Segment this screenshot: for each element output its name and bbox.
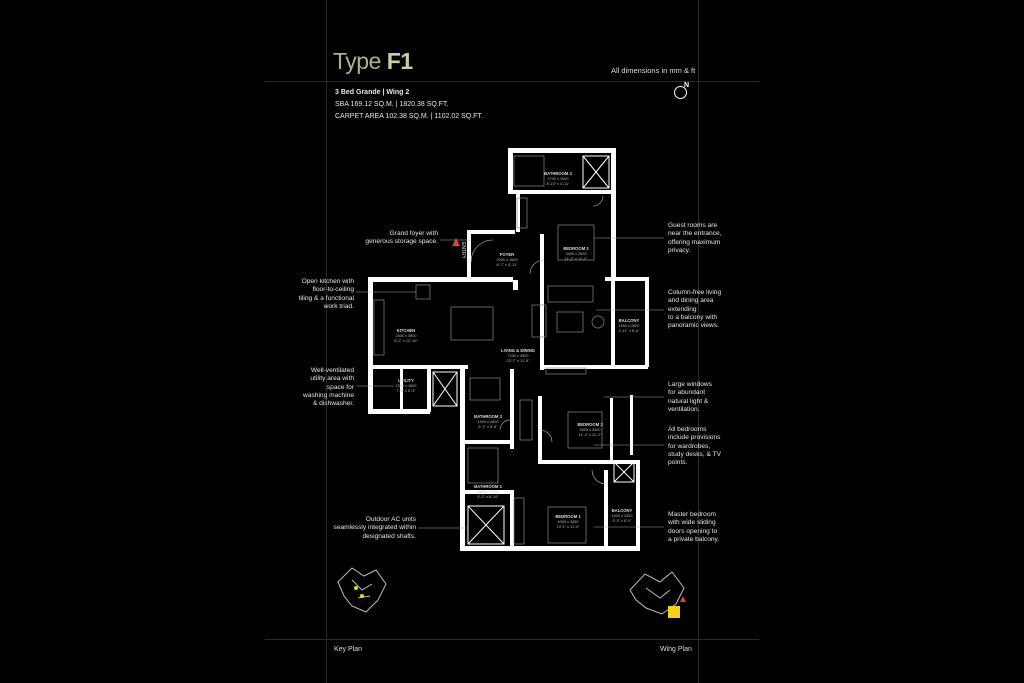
furniture (373, 155, 605, 545)
note-foyer: Grand foyer with generous storage space. (365, 230, 438, 246)
entry-arrow-icon (452, 238, 460, 246)
guide-line-top (265, 81, 759, 82)
note-utility: Well-ventilated utility area with space … (303, 367, 354, 408)
note-living: Column-free living and dining area exten… (668, 289, 722, 330)
entry-label: ENTRY (460, 242, 466, 260)
note-master: Master bedroom with wide sliding doors o… (668, 511, 720, 543)
note-windows: Large windows for abundant natural light… (668, 381, 712, 413)
note-guest: Guest rooms are near the entrance, offer… (668, 222, 722, 254)
note-ac: Outdoor AC units seamlessly integrated w… (333, 516, 416, 540)
guide-line-right (698, 0, 699, 683)
walls (368, 148, 649, 551)
wing-plan-sketch (629, 571, 686, 618)
key-plan-sketch (337, 567, 387, 613)
shafts (432, 155, 635, 545)
page-title: Type F1 (333, 48, 413, 74)
north-label: N (684, 82, 690, 89)
key-plan-label: Key Plan (334, 646, 363, 653)
compass-icon (674, 86, 687, 99)
leader-lines (356, 237, 664, 529)
carpet-area: CARPET AREA 102.38 SQ.M. | 1102.02 SQ.FT… (335, 113, 483, 120)
unit-type: 3 Bed Grande | Wing 2 (335, 89, 410, 96)
note-kitchen: Open kitchen with floor-to-ceiling tilin… (298, 278, 354, 310)
door-swings (470, 195, 607, 485)
sba-area: SBA 169.12 SQ.M. | 1820.38 SQ.FT. (335, 101, 449, 108)
wing-plan-label: Wing Plan (660, 646, 692, 653)
guide-line-bottom (265, 639, 759, 640)
wing-highlight (668, 606, 680, 618)
note-bedrooms: All bedrooms include provisions for ward… (668, 426, 722, 467)
dimensions-note: All dimensions in mm & ft (611, 66, 696, 75)
guide-line-left (326, 0, 327, 683)
